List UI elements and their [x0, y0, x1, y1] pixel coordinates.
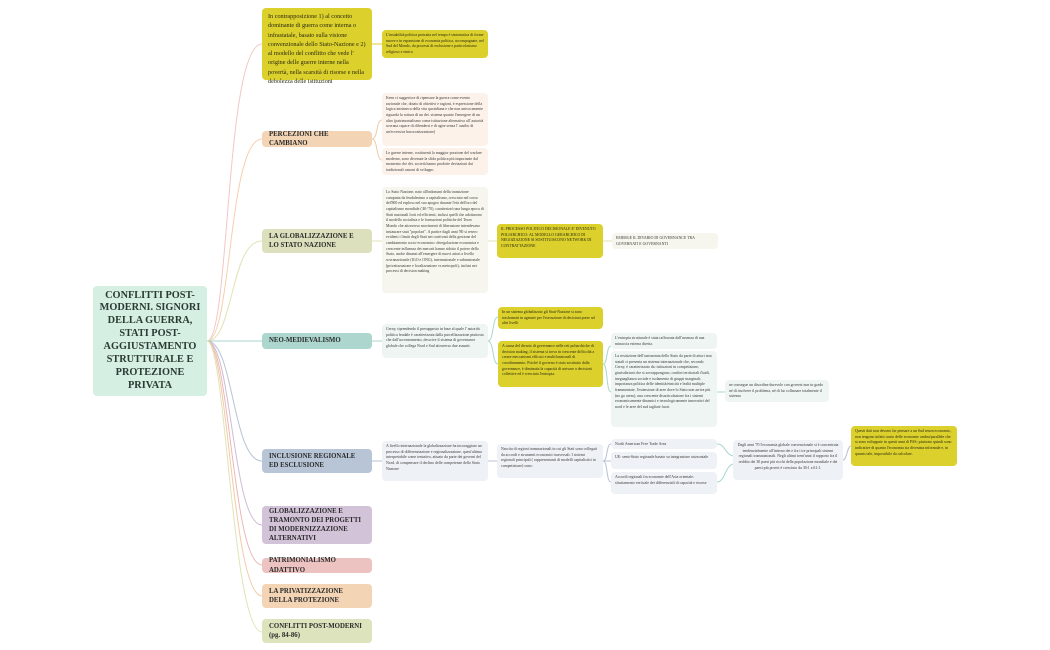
note-text: La restrizione dell'autonomia dello Stat… [615, 354, 712, 409]
note-regioni-transnazionali[interactable]: Nascita di regioni transnazionali in cui… [497, 444, 603, 478]
note-cerny[interactable]: Cerny, riprendendo il presupposto in bas… [382, 324, 488, 358]
note-text: Accordi regionali fra economie dell'Asia… [615, 475, 707, 485]
note-text: North American Free Trade Area [615, 442, 667, 446]
topic-conflitti-post-moderni[interactable]: CONFLITTI POST-MODERNI (pg. 84-86) [262, 619, 372, 643]
note-disordine-durevole[interactable]: ne consegue un disordine durevole con go… [725, 380, 829, 402]
topic-patrimonialismo[interactable]: PATRIMONIALISMO ADATTIVO [262, 557, 372, 574]
note-stati-agenzie[interactable]: In un sistema globalizzato gli Stati-Naz… [498, 307, 603, 329]
root-topic-label: CONFLITTI POST-MODERNI. SIGNORI DELLA GU… [99, 289, 201, 391]
note-text: L'instabilità politica protratta nel tem… [386, 33, 484, 54]
note-divario-governance[interactable]: EMERGE IL DIVARIO DI GOVERNANCE TRA GOVE… [612, 233, 718, 249]
note-divario-entropia[interactable]: A causa del divario di governance nelle … [498, 341, 603, 387]
topic-inclusione-regionale[interactable]: INCLUSIONE REGIONALE ED ESCLUSIONE [262, 449, 372, 473]
note-text: Cerny, riprendendo il presupposto in bas… [386, 327, 484, 348]
topic-patrimonialismo-label: PATRIMONIALISMO ADATTIVO [269, 557, 336, 574]
note-text: Dagli anni '70 l'economia globale conven… [737, 443, 839, 470]
note-guerre-interne[interactable]: Le guerre interne, costituenti la maggio… [382, 148, 488, 175]
note-text: EMERGE IL DIVARIO DI GOVERNANCE TRA GOVE… [616, 236, 695, 246]
note-text: Questi dati non devono far pensare a un … [855, 429, 952, 456]
note-text: Le guerre interne, costituenti la maggio… [386, 151, 482, 172]
topic-inclusione-label: INCLUSIONE REGIONALE ED ESCLUSIONE [269, 452, 356, 469]
note-asia-orientale[interactable]: Accordi regionali fra economie dell'Asia… [611, 472, 717, 494]
note-processo-poliarchico[interactable]: IL PROCESSO POLITICO DECISIONALE E' DIVE… [497, 224, 603, 258]
topic-neo-medievalismo-label: NEO-MEDIEVALISMO [269, 337, 341, 345]
topic-privatizzazione-label: LA PRIVATIZZAZIONE DELLA PROTEZIONE [269, 587, 343, 604]
note-reddito-rapporto[interactable]: Dagli anni '70 l'economia globale conven… [733, 440, 843, 480]
note-restrizione-autonomia[interactable]: La restrizione dell'autonomia dello Stat… [611, 351, 717, 427]
topic-conflitti-label: CONFLITTI POST-MODERNI (pg. 84-86) [269, 622, 362, 639]
note-entropia-strutturale[interactable]: L'entropia strutturale è stata rafforzat… [611, 333, 717, 349]
topic-intro[interactable]: In contrapposizione 1) al concetto domin… [262, 8, 372, 85]
topic-privatizzazione[interactable]: LA PRIVATIZZAZIONE DELLA PROTEZIONE [262, 584, 372, 608]
note-instabilita[interactable]: L'instabilità politica protratta nel tem… [382, 30, 488, 58]
note-economie-ombra[interactable]: Questi dati non devono far pensare a un … [851, 426, 957, 466]
topic-tramonto-progetti[interactable]: GLOBALIZZAZIONE E TRAMONTO DEI PROGETTI … [262, 506, 372, 544]
topic-globalizzazione-label: LA GLOBALIZZAZIONE E LO STATO NAZIONE [269, 232, 354, 249]
note-text: Nascita di regioni transnazionali in cui… [501, 447, 598, 468]
note-livello-internazionale[interactable]: A livello internazionale la globalizzazi… [382, 441, 488, 481]
root-topic[interactable]: CONFLITTI POST-MODERNI. SIGNORI DELLA GU… [93, 286, 207, 396]
topic-neo-medievalismo[interactable]: NEO-MEDIEVALISMO [262, 333, 372, 349]
topic-intro-label: In contrapposizione 1) al concetto domin… [268, 13, 366, 86]
note-text: UE: semi-Stato regionale basato su integ… [615, 455, 709, 459]
topic-globalizzazione-stato[interactable]: LA GLOBALIZZAZIONE E LO STATO NAZIONE [262, 229, 372, 253]
note-text: L'entropia strutturale è stata rafforzat… [615, 336, 705, 346]
note-ue[interactable]: UE: semi-Stato regionale basato su integ… [611, 452, 717, 469]
note-text: Keen ci suggerisce di ripensare la guerr… [386, 96, 484, 134]
note-text: IL PROCESSO POLITICO DECISIONALE E' DIVE… [501, 227, 596, 248]
note-text: A causa del divario di governance nelle … [502, 344, 595, 377]
topic-percezioni[interactable]: PERCEZIONI CHE CAMBIANO [262, 131, 372, 147]
note-stato-nazione[interactable]: Lo Stato Nazione, nato all'indomani dell… [382, 187, 488, 293]
note-nafta[interactable]: North American Free Trade Area [611, 439, 717, 449]
note-text: A livello internazionale la globalizzazi… [386, 444, 482, 471]
note-text: ne consegue un disordine durevole con go… [729, 383, 824, 399]
note-text: Lo Stato Nazione, nato all'indomani dell… [386, 190, 484, 274]
topic-tramonto-label: GLOBALIZZAZIONE E TRAMONTO DEI PROGETTI … [269, 507, 362, 543]
topic-percezioni-label: PERCEZIONI CHE CAMBIANO [269, 130, 329, 147]
note-keen[interactable]: Keen ci suggerisce di ripensare la guerr… [382, 93, 488, 146]
note-text: In un sistema globalizzato gli Stati-Naz… [502, 310, 595, 326]
